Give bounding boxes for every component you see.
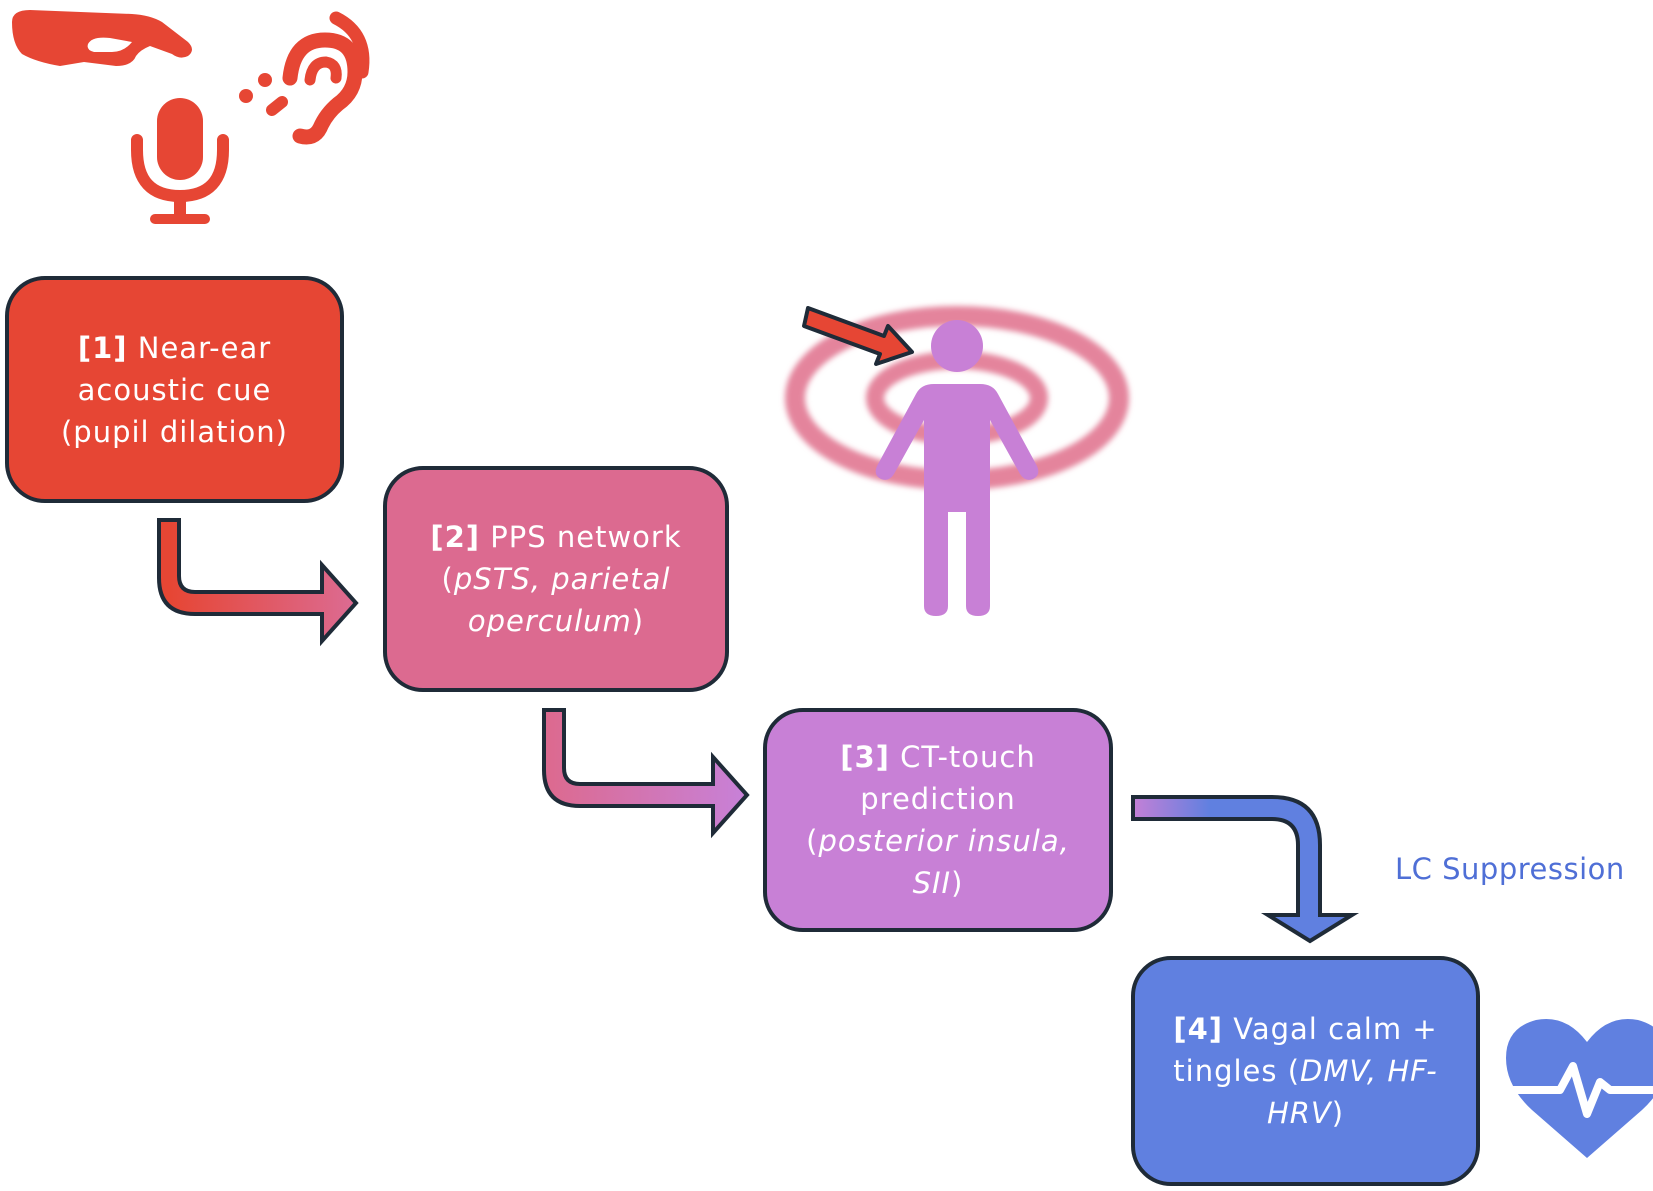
step-4-number: [4] bbox=[1173, 1012, 1224, 1046]
proximity-arrow bbox=[802, 306, 914, 366]
step-4-label: Vagal calm + tingles bbox=[1173, 1012, 1438, 1088]
heart-pulse-icon bbox=[1496, 1019, 1653, 1158]
step-3-detail: posterior insula, SII bbox=[818, 824, 1070, 900]
ear-sound-icon bbox=[239, 11, 370, 145]
step-1-number: [1] bbox=[77, 330, 128, 365]
step-box-1: [1] Near-ear acoustic cue (pupil dilation… bbox=[5, 276, 344, 503]
step-3-text: [3] CT-touch prediction(posterior insula… bbox=[806, 740, 1070, 900]
step-3-label: CT-touch prediction bbox=[860, 740, 1036, 816]
arrow-3-to-4 bbox=[1131, 795, 1360, 944]
step-1-label: Near-ear acoustic cue bbox=[77, 330, 272, 407]
hand-icon bbox=[12, 10, 192, 66]
step-4-detail: DMV, HF-HRV bbox=[1266, 1054, 1438, 1130]
step-box-3: [3] CT-touch prediction(posterior insula… bbox=[763, 708, 1113, 932]
step-1-text: [1] Near-ear acoustic cue (pupil dilation… bbox=[37, 327, 312, 453]
step-box-2: [2] PPS network(pSTS, parietal operculum… bbox=[383, 466, 729, 692]
step-2-number: [2] bbox=[430, 520, 481, 554]
step-4-text: [4] Vagal calm + tingles (DMV, HF-HRV) bbox=[1173, 1012, 1438, 1130]
step-1-detail: (pupil dilation) bbox=[60, 414, 288, 449]
person-icon bbox=[785, 306, 1129, 616]
arrow-1-to-2 bbox=[157, 518, 359, 647]
step-2-detail: pSTS, parietal operculum bbox=[453, 562, 671, 638]
step-2-label: PPS network bbox=[490, 520, 682, 554]
lc-suppression-label: LC Suppression bbox=[1395, 852, 1625, 886]
step-2-text: [2] PPS network(pSTS, parietal operculum… bbox=[430, 520, 682, 638]
microphone-icon bbox=[131, 98, 229, 224]
step-box-4: [4] Vagal calm + tingles (DMV, HF-HRV) bbox=[1131, 956, 1480, 1186]
step-3-number: [3] bbox=[840, 740, 890, 774]
arrow-2-to-3 bbox=[542, 708, 750, 839]
